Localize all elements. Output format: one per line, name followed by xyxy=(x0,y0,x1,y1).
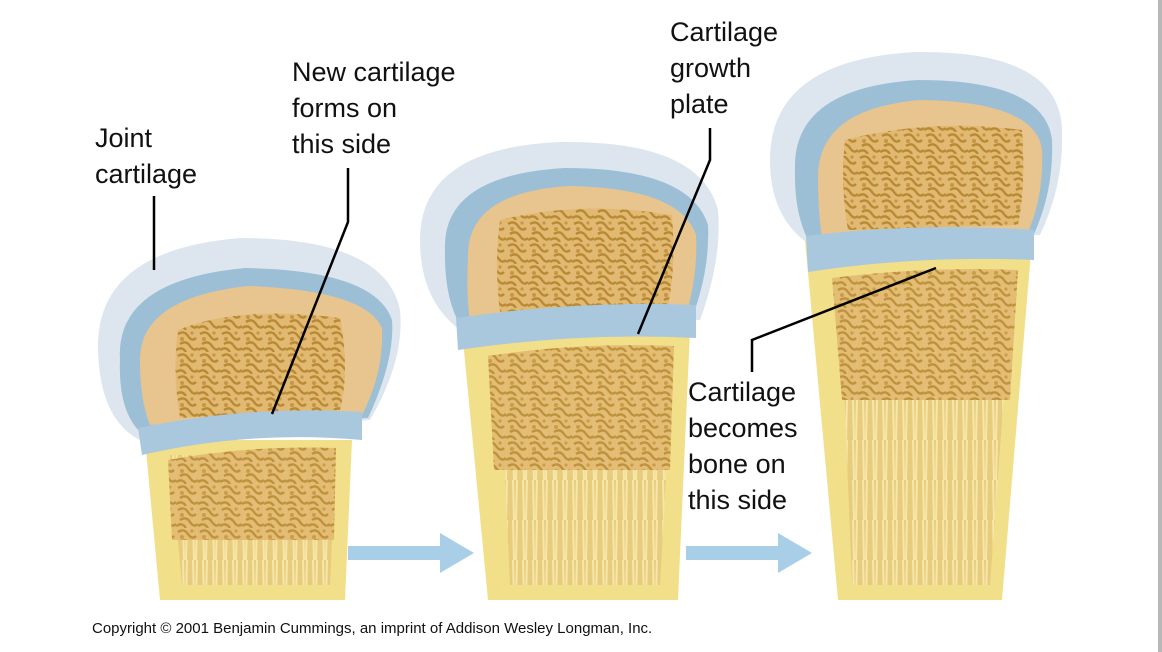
bone-1-growth-plate xyxy=(138,410,362,455)
bone-2-growth-plate xyxy=(456,303,696,350)
label-new-cartilage: New cartilage forms on this side xyxy=(292,57,456,159)
arrow-stage-1-to-2 xyxy=(348,533,474,573)
bone-stage-1 xyxy=(97,238,401,600)
label-growth-plate: Cartilage growth plate xyxy=(670,17,779,119)
bone-1-spongy-top xyxy=(175,313,345,418)
copyright-notice: Copyright © 2001 Benjamin Cummings, an i… xyxy=(92,620,653,637)
bone-3-growth-plate xyxy=(806,227,1034,272)
bone-2-spongy-bottom xyxy=(488,345,674,470)
arrow-stage-2-to-3 xyxy=(686,533,812,573)
bone-1-spongy-bottom xyxy=(168,447,336,540)
label-becomes-bone: Cartilage becomes bone on this side xyxy=(688,377,798,515)
bone-stage-2 xyxy=(420,141,719,600)
bone-stage-3 xyxy=(770,51,1063,600)
bone-2-spongy-top xyxy=(497,208,674,312)
bone-3-spongy-bottom xyxy=(832,269,1018,400)
leader-line-growth-plate xyxy=(636,128,712,335)
label-joint-cartilage: Joint cartilage xyxy=(95,123,198,189)
leader-line-new-cartilage xyxy=(270,168,350,415)
bone-3-spongy-top xyxy=(843,125,1024,230)
leader-line-becomes-bone xyxy=(750,266,937,372)
right-edge-border xyxy=(1158,0,1162,652)
